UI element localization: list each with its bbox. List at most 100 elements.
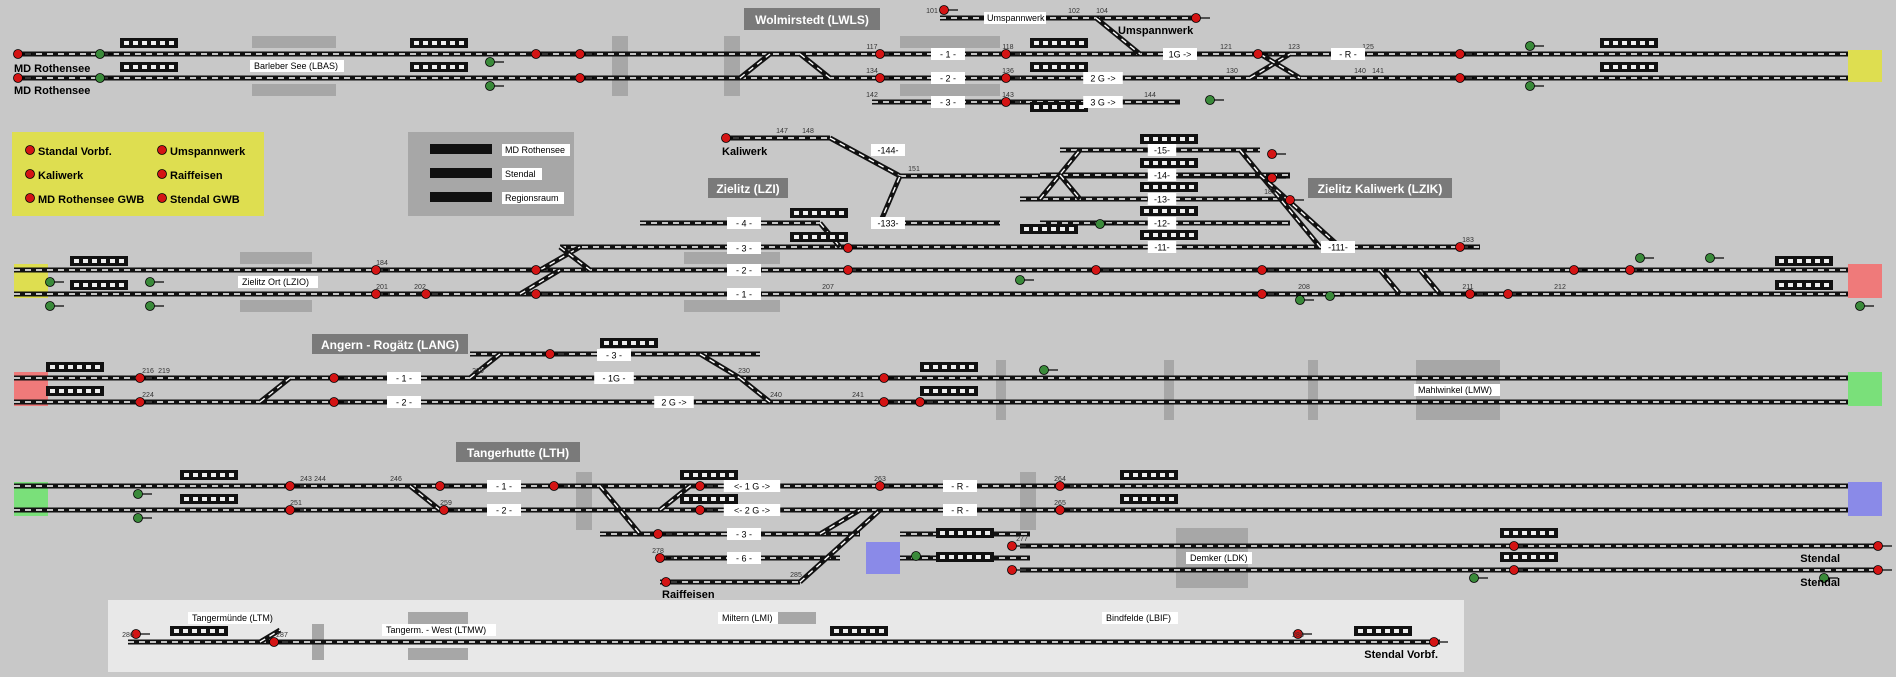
signal-icon[interactable] — [1055, 505, 1065, 515]
track-label[interactable]: - R - — [943, 480, 977, 492]
signal-icon[interactable] — [269, 637, 279, 647]
signal-icon[interactable] — [1509, 541, 1519, 551]
terminal-md-rothensee[interactable]: MD Rothensee — [14, 85, 90, 97]
signal-icon[interactable] — [135, 373, 145, 383]
station-zielitz-kaliwerk[interactable]: Zielitz Kaliwerk (LZIK) — [1308, 178, 1452, 198]
signal-icon[interactable] — [485, 57, 495, 67]
signal-icon[interactable] — [1429, 637, 1439, 647]
signal-icon[interactable] — [879, 373, 889, 383]
signal-icon[interactable] — [1525, 41, 1535, 51]
signal-icon[interactable] — [1257, 265, 1267, 275]
terminal-md-rothensee[interactable]: MD Rothensee — [14, 63, 90, 75]
track-segment[interactable] — [798, 52, 832, 80]
signal-icon[interactable] — [95, 73, 105, 83]
signal-icon[interactable] — [1007, 565, 1017, 575]
signal-icon[interactable] — [421, 289, 431, 299]
signal-icon[interactable] — [939, 5, 949, 15]
indicator-block[interactable] — [1600, 62, 1658, 72]
indicator-block[interactable] — [170, 626, 228, 636]
signal-icon[interactable] — [875, 49, 885, 59]
indicator-block[interactable] — [46, 386, 104, 396]
track-segment[interactable] — [258, 376, 292, 404]
track-label[interactable]: <- 1 G -> — [723, 480, 781, 492]
indicator-block[interactable] — [46, 362, 104, 372]
signal-icon[interactable] — [13, 73, 23, 83]
track-segment[interactable] — [738, 52, 772, 80]
signal-icon[interactable] — [1873, 565, 1883, 575]
signal-icon[interactable] — [133, 489, 143, 499]
station-zielitz[interactable]: Zielitz (LZI) — [708, 178, 788, 198]
signal-icon[interactable] — [1015, 275, 1025, 285]
indicator-block[interactable] — [1030, 38, 1088, 48]
track-label[interactable]: - 6 - — [727, 552, 761, 564]
track-label[interactable]: -111- — [1321, 241, 1355, 253]
indicator-block[interactable] — [410, 38, 468, 48]
signal-icon[interactable] — [285, 505, 295, 515]
indicator-block[interactable] — [1120, 494, 1178, 504]
indicator-block[interactable] — [936, 528, 994, 538]
terminal-umspannwerk[interactable]: Umspannwerk — [1118, 25, 1194, 37]
signal-icon[interactable] — [1267, 149, 1277, 159]
track-label[interactable]: - 2 - — [487, 504, 521, 516]
indicator-block[interactable] — [1600, 38, 1658, 48]
indicator-block[interactable] — [1140, 182, 1198, 192]
signal-icon[interactable] — [1001, 73, 1011, 83]
indicator-block[interactable] — [1140, 158, 1198, 168]
signal-icon[interactable] — [95, 49, 105, 59]
signal-icon[interactable] — [1635, 253, 1645, 263]
indicator-block[interactable] — [120, 62, 178, 72]
signal-icon[interactable] — [695, 505, 705, 515]
legend-item[interactable]: Standal Vorbf. — [25, 145, 112, 159]
indicator-block[interactable] — [920, 386, 978, 396]
indicator-block[interactable] — [1500, 528, 1558, 538]
signal-icon[interactable] — [1325, 291, 1335, 301]
indicator-block[interactable] — [680, 494, 738, 504]
indicator-block[interactable] — [70, 280, 128, 290]
signal-icon[interactable] — [371, 265, 381, 275]
signal-icon[interactable] — [911, 551, 921, 561]
indicator-block[interactable] — [680, 470, 738, 480]
signal-icon[interactable] — [1295, 295, 1305, 305]
track-label[interactable]: - R - — [943, 504, 977, 516]
signal-icon[interactable] — [1625, 265, 1635, 275]
track-label[interactable]: 2 G -> — [654, 396, 694, 408]
legend-indicator-item[interactable]: Regionsraum — [430, 192, 564, 204]
track-label[interactable]: -12- — [1147, 217, 1177, 229]
signal-icon[interactable] — [131, 629, 141, 639]
legend-item[interactable]: Stendal GWB — [157, 193, 240, 207]
indicator-block[interactable] — [1354, 626, 1412, 636]
signal-icon[interactable] — [1095, 219, 1105, 229]
indicator-block[interactable] — [1030, 62, 1088, 72]
signal-icon[interactable] — [1455, 73, 1465, 83]
signal-icon[interactable] — [1455, 49, 1465, 59]
signal-icon[interactable] — [653, 529, 663, 539]
signal-icon[interactable] — [371, 289, 381, 299]
station-wolmirstedt[interactable]: Wolmirstedt (LWLS) — [744, 8, 880, 30]
track-label[interactable]: - 3 - — [597, 349, 631, 361]
track-label[interactable]: -14- — [1147, 169, 1177, 181]
signal-icon[interactable] — [1001, 97, 1011, 107]
signal-icon[interactable] — [531, 265, 541, 275]
track-segment[interactable] — [1038, 148, 1082, 201]
indicator-block[interactable] — [1500, 552, 1558, 562]
track-segment[interactable] — [558, 245, 592, 272]
legend-item[interactable]: MD Rothensee GWB — [25, 193, 145, 207]
track-label[interactable]: -13- — [1147, 193, 1177, 205]
track-segment[interactable] — [658, 484, 692, 512]
signal-icon[interactable] — [1469, 573, 1479, 583]
signal-icon[interactable] — [135, 397, 145, 407]
signal-icon[interactable] — [1819, 573, 1829, 583]
track-label[interactable]: - 1G - — [594, 372, 634, 384]
track-label[interactable]: 1G -> — [1163, 48, 1197, 60]
indicator-block[interactable] — [600, 338, 658, 348]
signal-icon[interactable] — [1465, 289, 1475, 299]
signal-icon[interactable] — [285, 481, 295, 491]
signal-icon[interactable] — [1873, 541, 1883, 551]
signal-icon[interactable] — [879, 397, 889, 407]
track-label[interactable]: 3 G -> — [1083, 96, 1123, 108]
signal-icon[interactable] — [1007, 541, 1017, 551]
track-label[interactable]: -144- — [871, 144, 905, 156]
track-segment[interactable] — [468, 352, 502, 380]
track-label[interactable]: - 1 - — [487, 480, 521, 492]
signal-icon[interactable] — [1855, 301, 1865, 311]
